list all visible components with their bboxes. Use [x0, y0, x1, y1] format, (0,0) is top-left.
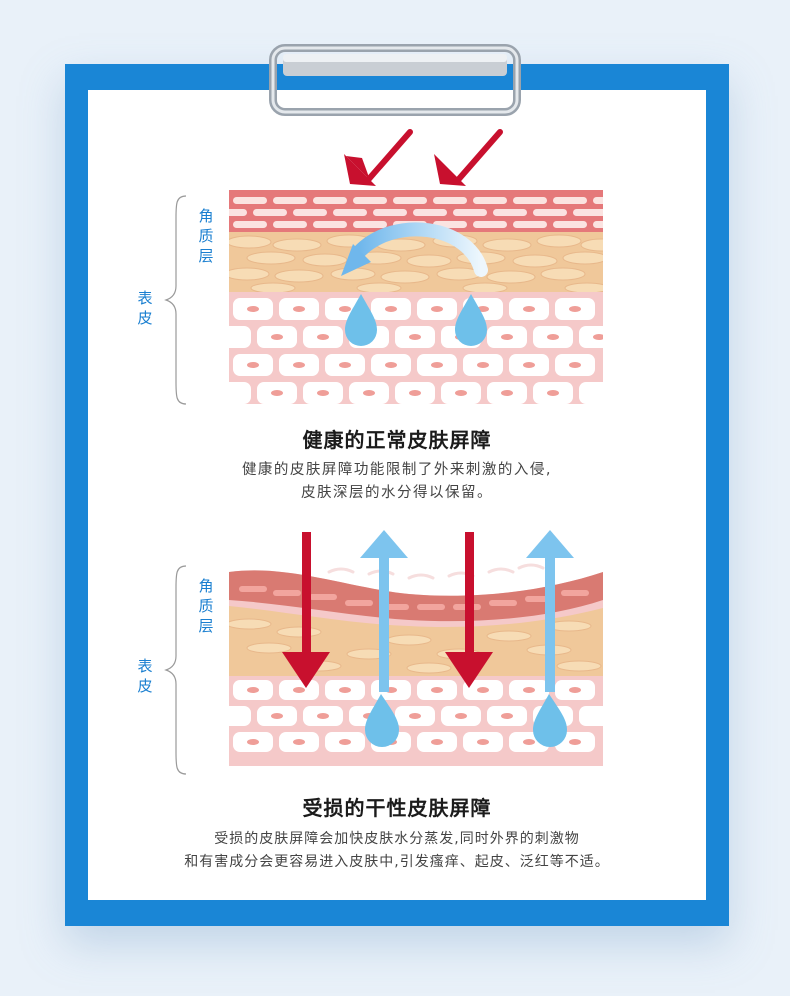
healthy-skin-illustration	[229, 190, 603, 404]
irritant-down-arrow-icon	[282, 532, 330, 688]
water-drop-icon	[345, 294, 377, 346]
section2-description: 受损的皮肤屏障会加快皮肤水分蒸发,同时外界的刺激物 和有害成分会更容易进入皮肤中…	[184, 831, 610, 870]
water-drop-icon	[455, 294, 487, 346]
damaged-skin-illustration	[229, 563, 603, 766]
epidermis-brace	[164, 565, 187, 775]
section1-title: 健康的正常皮肤屏障	[302, 428, 492, 452]
curved-return-arrow-icon	[352, 222, 488, 277]
water-drop-icon	[533, 694, 567, 747]
irritant-down-arrow-icon	[445, 532, 493, 688]
moisture-up-arrow-icon	[526, 530, 574, 692]
label-epidermis: 表皮	[137, 657, 153, 695]
blocked-arrow-icon	[434, 129, 503, 186]
moisture-up-arrow-icon	[360, 530, 408, 692]
blocked-arrow-icon	[344, 129, 413, 186]
section1-description: 健康的皮肤屏障功能限制了外来刺激的入侵, 皮肤深层的水分得以保留。	[241, 462, 553, 501]
label-stratum-corneum: 角质层	[198, 577, 214, 635]
label-epidermis: 表皮	[137, 289, 153, 327]
epidermis-brace	[164, 195, 187, 405]
water-drop-icon	[365, 694, 399, 747]
clipboard-clip-icon	[269, 44, 521, 116]
section2-title: 受损的干性皮肤屏障	[302, 796, 492, 820]
label-stratum-corneum: 角质层	[198, 207, 214, 265]
